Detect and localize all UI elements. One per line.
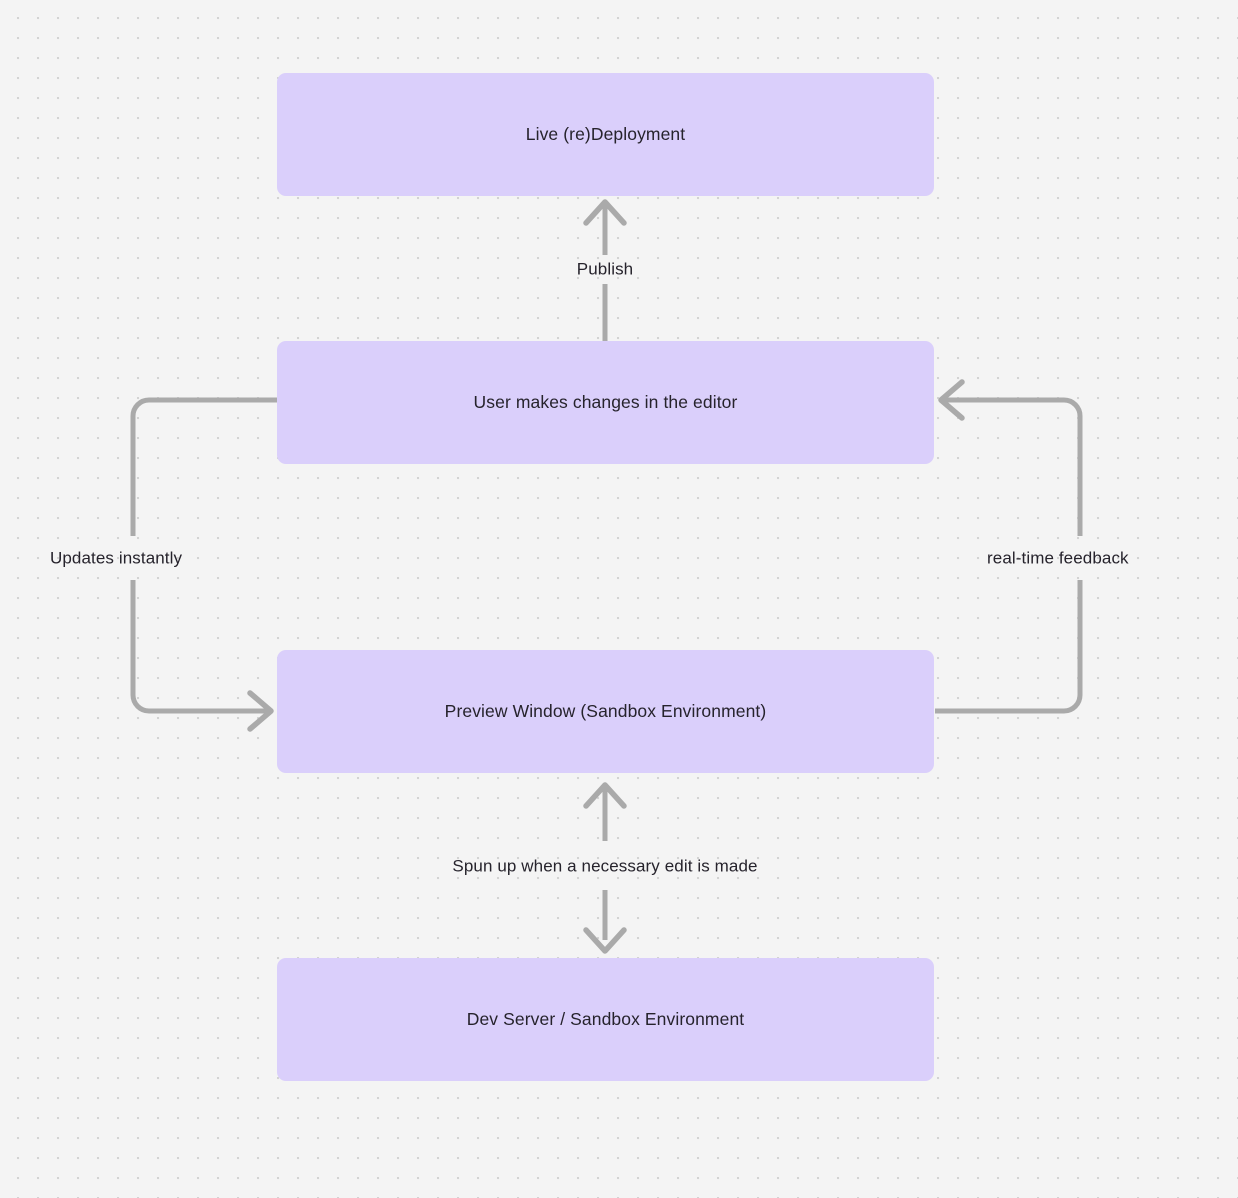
node-label-live-deployment: Live (re)Deployment (525, 124, 686, 144)
node-label-dev-server: Dev Server / Sandbox Environment (466, 1009, 745, 1029)
arrowhead-right-updates (247, 690, 274, 732)
arrowhead-left-feedback (938, 379, 965, 421)
edge-label-real-time-feedback: real-time feedback (987, 548, 1129, 568)
edge-label-spun-up: Spun up when a necessary edit is made (452, 856, 758, 876)
arrowhead-up-publish (583, 199, 627, 226)
node-live-deployment[interactable]: Live (re)Deployment (277, 73, 934, 196)
edge-label-publish: Publish (576, 259, 634, 279)
edge-label-updates-instantly: Updates instantly (50, 548, 183, 568)
node-label-preview-window: Preview Window (Sandbox Environment) (444, 701, 767, 721)
node-label-user-edits: User makes changes in the editor (473, 392, 738, 412)
arrowhead-up-spun (583, 782, 627, 809)
arrowhead-down-spun (583, 927, 627, 954)
node-dev-server[interactable]: Dev Server / Sandbox Environment (277, 958, 934, 1081)
node-user-edits[interactable]: User makes changes in the editor (277, 341, 934, 464)
edge-real-time-feedback (935, 379, 1083, 714)
node-preview-window[interactable]: Preview Window (Sandbox Environment) (277, 650, 934, 773)
